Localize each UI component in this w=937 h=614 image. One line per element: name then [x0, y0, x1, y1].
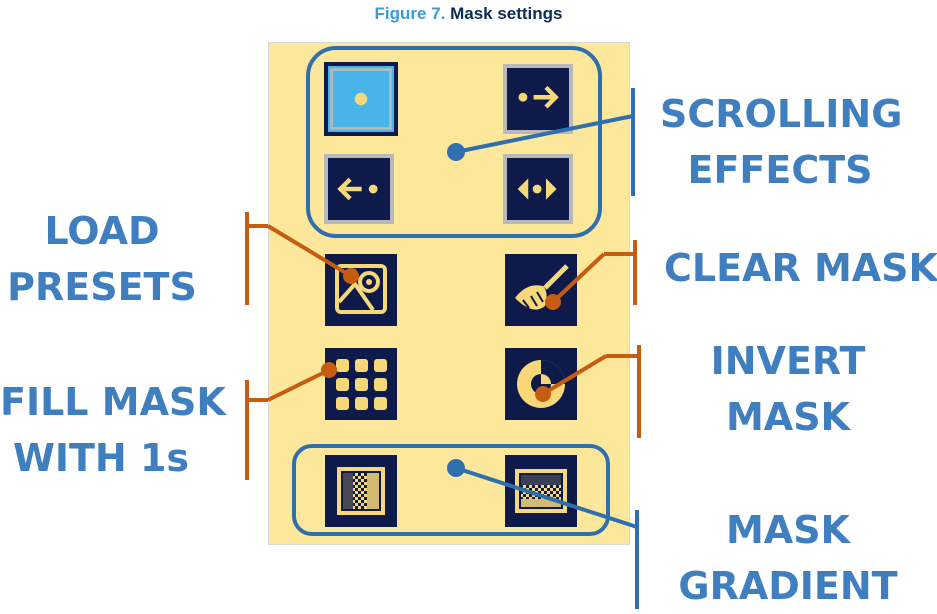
- clear-callout-line-2: [551, 252, 606, 304]
- gradient-callout-line: [455, 466, 638, 529]
- clear-mask-label: CLEAR MASK: [664, 246, 937, 290]
- load-presets-label: LOAD PRESETS: [2, 203, 202, 315]
- invert-mask-label: INVERT MASK: [688, 333, 888, 445]
- scroll-right-button[interactable]: [503, 64, 573, 134]
- invert-label-line-2: MASK: [725, 395, 851, 439]
- scrolling-label-line-2: EFFECTS: [687, 148, 873, 192]
- scrolling-label-line-1: SCROLLING: [660, 92, 903, 136]
- fill-mask-button[interactable]: [325, 348, 397, 420]
- grid-icon: [336, 359, 387, 410]
- fill-label-line-2: WITH 1s: [12, 436, 190, 480]
- image-icon: [335, 264, 387, 314]
- invert-callout-line-2: [541, 354, 608, 396]
- scroll-both-button[interactable]: [503, 154, 573, 224]
- gradient-top-button[interactable]: [505, 455, 577, 527]
- scrolling-group-outline: [306, 46, 602, 238]
- arrow-left-dot-icon: [337, 177, 378, 201]
- figure-number: Figure 7.: [374, 4, 446, 23]
- invert-mask-button[interactable]: [505, 348, 577, 420]
- dot-arrow-right-icon: [518, 85, 559, 109]
- load-callout-line-2: [266, 224, 353, 278]
- invert-circle-icon: [517, 360, 565, 408]
- load-label-line-2: PRESETS: [7, 265, 197, 309]
- scrolling-effects-label: SCROLLING EFFECTS: [660, 86, 903, 198]
- load-callout-dot: [343, 268, 359, 284]
- arrows-both-dot-icon: [517, 178, 557, 200]
- fill-mask-label: FILL MASK WITH 1s: [0, 374, 226, 486]
- invert-callout-dot: [535, 386, 551, 402]
- fill-callout-line-2: [267, 368, 330, 402]
- gradient-label-line-2: GRADIENT: [678, 564, 898, 608]
- fill-callout-dot: [321, 362, 337, 378]
- gradient-vertical-icon: [515, 469, 567, 513]
- figure-title: Mask settings: [450, 4, 563, 23]
- mask-gradient-label: MASK GRADIENT: [670, 502, 906, 614]
- broom-icon: [515, 264, 569, 310]
- gradient-horizontal-icon: [337, 467, 385, 515]
- gradient-left-button[interactable]: [325, 455, 397, 527]
- fill-label-line-1: FILL MASK: [0, 380, 226, 424]
- scrolling-callout-line: [455, 114, 634, 154]
- figure-caption: Figure 7. Mask settings: [0, 4, 937, 24]
- gradient-group-outline: [292, 444, 610, 536]
- scroll-static-button[interactable]: [324, 62, 398, 136]
- invert-label-line-1: INVERT: [710, 339, 866, 383]
- dot-icon: [330, 68, 392, 130]
- gradient-label-line-1: MASK: [725, 508, 851, 552]
- load-label-line-1: LOAD: [44, 209, 160, 253]
- clear-callout-dot: [545, 294, 561, 310]
- scroll-left-button[interactable]: [324, 154, 394, 224]
